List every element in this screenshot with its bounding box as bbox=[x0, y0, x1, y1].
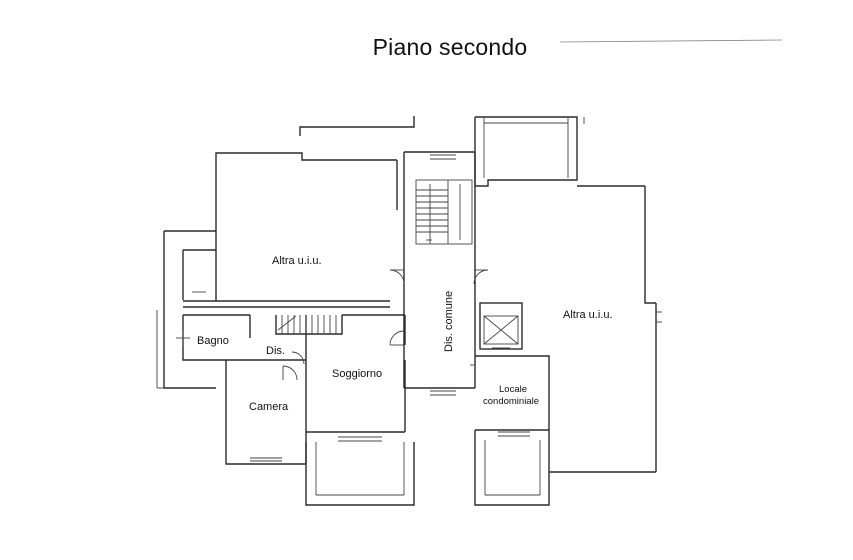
room-label-dis-comune: Dis. comune bbox=[443, 291, 455, 352]
room-label-bagno: Bagno bbox=[197, 335, 229, 347]
room-label-locale-line2: condominiale bbox=[483, 396, 539, 407]
apartment-walls bbox=[156, 305, 415, 506]
central-core-walls bbox=[389, 151, 489, 396]
right-unit-walls bbox=[470, 116, 662, 506]
room-label-soggiorno: Soggiorno bbox=[332, 368, 382, 380]
title-underline-decoration bbox=[559, 39, 783, 43]
room-label-altra-uiu-left: Altra u.i.u. bbox=[272, 255, 322, 267]
room-label-locale-line1: Locale bbox=[499, 384, 527, 395]
room-label-dis: Dis. bbox=[266, 345, 285, 357]
room-label-camera: Camera bbox=[249, 401, 289, 413]
page-title: Piano secondo bbox=[372, 34, 528, 60]
left-unit-walls bbox=[163, 116, 415, 308]
room-label-altra-uiu-right: Altra u.i.u. bbox=[563, 309, 613, 321]
